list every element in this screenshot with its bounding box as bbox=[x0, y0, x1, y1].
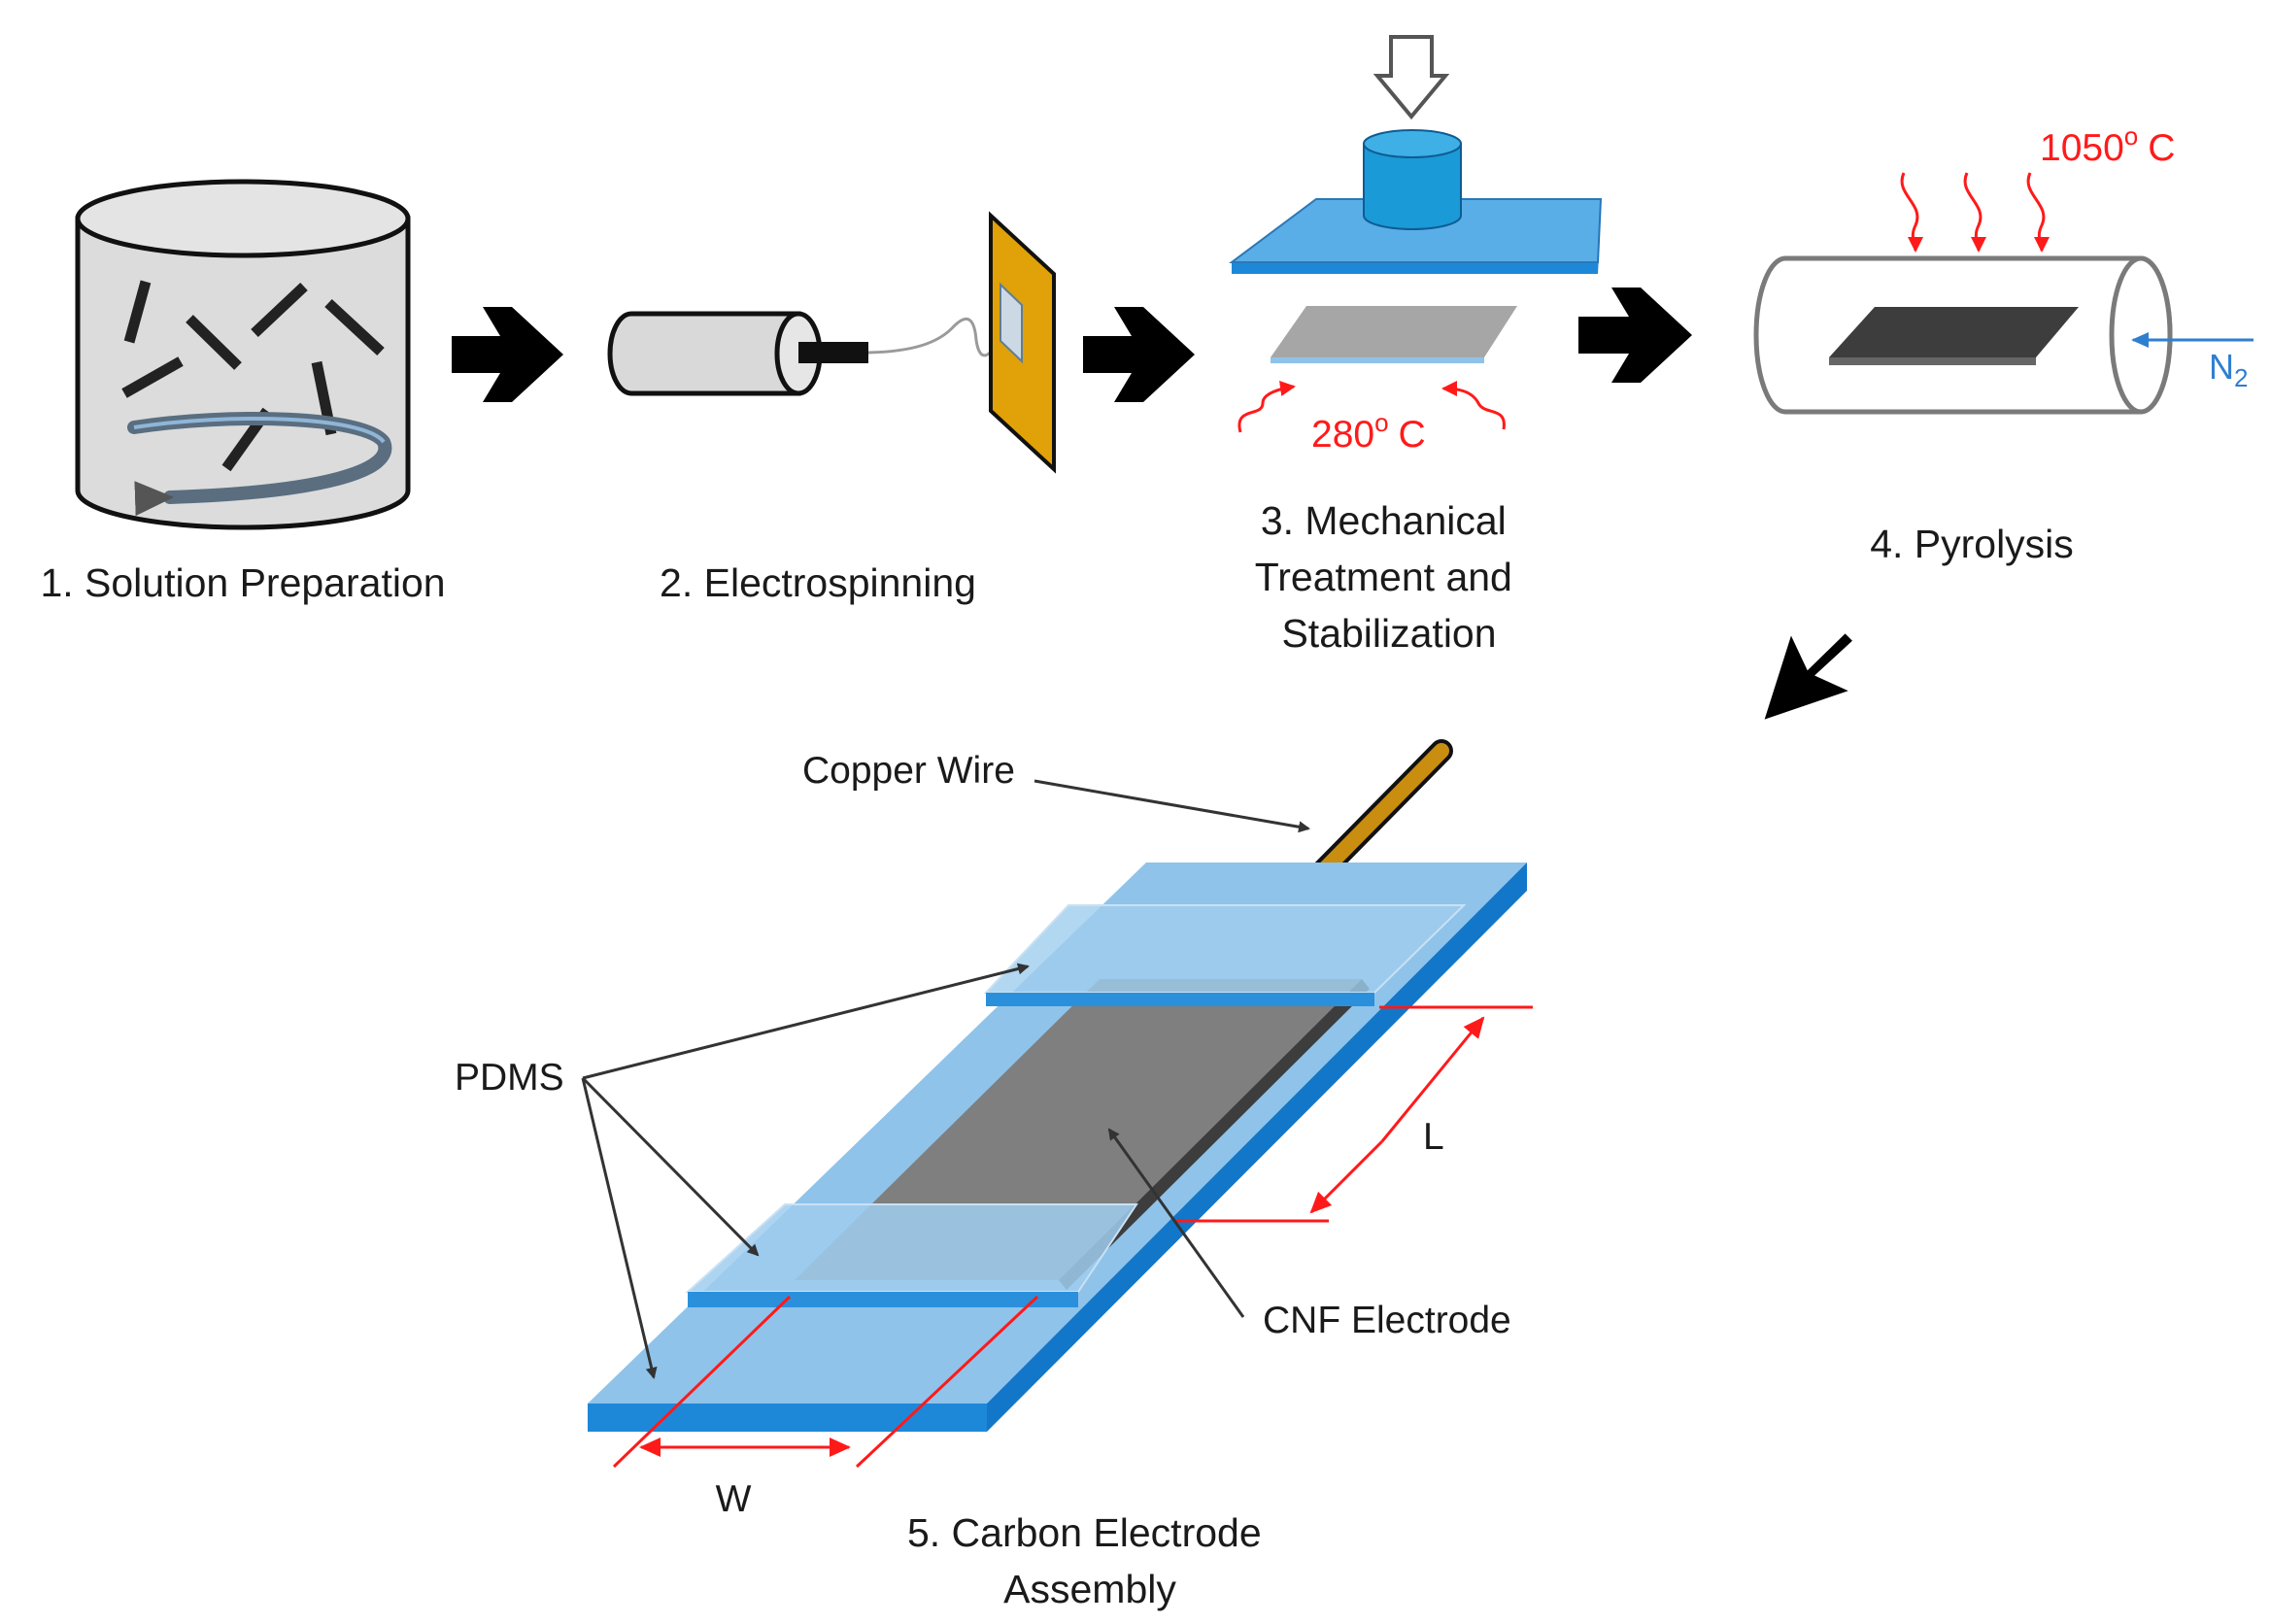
step-4-label: 4. Pyrolysis bbox=[1870, 522, 2074, 566]
electrode-assembly-icon bbox=[588, 739, 1533, 1469]
pressing-force-arrow-icon bbox=[1373, 35, 1450, 120]
copper-wire-label: Copper Wire bbox=[802, 750, 1015, 792]
step-2-label: 2. Electrospinning bbox=[660, 560, 976, 605]
tube-furnace-icon bbox=[1753, 255, 2173, 415]
collector-plate-icon bbox=[989, 211, 1056, 474]
process-arrow-4-icon bbox=[1764, 633, 1852, 720]
step-5-label: 5. Carbon Electrode Assembly bbox=[907, 1510, 1272, 1611]
process-arrow-1-icon bbox=[452, 307, 563, 402]
pdms-bottom-strip-icon bbox=[685, 1203, 1138, 1293]
pdms-label: PDMS bbox=[455, 1057, 564, 1099]
syringe-icon bbox=[607, 311, 1002, 396]
cnf-electrode-label: CNF Electrode bbox=[1263, 1300, 1511, 1341]
beaker-icon bbox=[75, 179, 411, 530]
process-arrow-2-icon bbox=[1083, 307, 1195, 402]
step-1-label: 1. Solution Preparation bbox=[40, 560, 445, 605]
length-label: L bbox=[1423, 1116, 1444, 1158]
carbon-mat-icon bbox=[1829, 307, 2079, 357]
heat-arrow-icon bbox=[1237, 381, 1506, 433]
step-3-label: 3. Mechanical Treatment and Stabilizatio… bbox=[1255, 498, 1524, 656]
process-arrow-3-icon bbox=[1578, 288, 1692, 383]
width-label: W bbox=[716, 1478, 752, 1520]
press-icon bbox=[1228, 35, 1603, 274]
length-dimension-icon bbox=[1380, 1016, 1485, 1142]
furnace-heat-arrows-icon bbox=[1900, 172, 2050, 253]
nitrogen-label: N2 bbox=[2209, 347, 2248, 392]
callout-lines bbox=[581, 779, 1310, 1379]
stabilized-mat-icon bbox=[1271, 306, 1517, 363]
